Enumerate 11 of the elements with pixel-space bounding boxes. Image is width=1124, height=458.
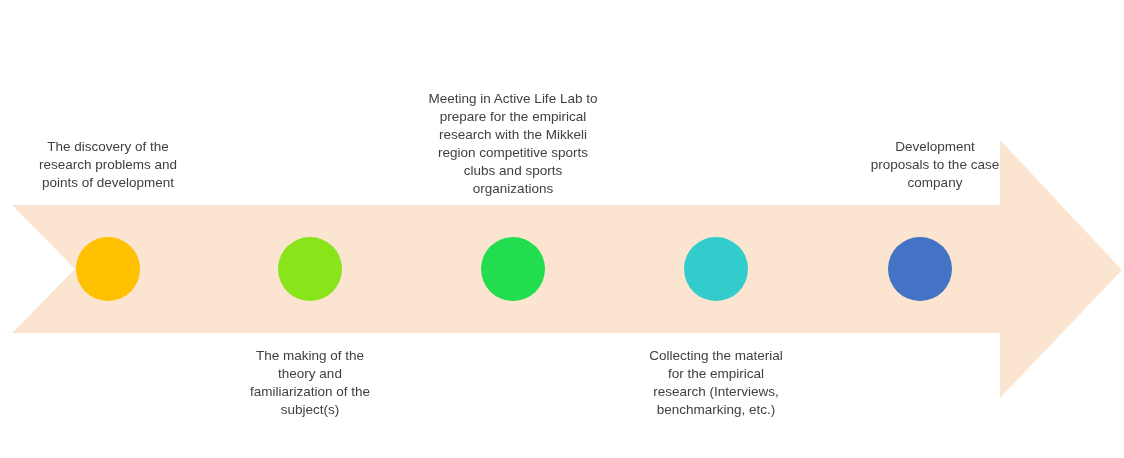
milestone-circle bbox=[278, 237, 342, 301]
milestone-circle bbox=[76, 237, 140, 301]
milestone-caption: Meeting in Active Life Lab to prepare for the empirical research with the Mikkeli region competitive sports clubs and sports organizations bbox=[428, 90, 598, 198]
timeline-arrow bbox=[12, 140, 1122, 398]
milestone-caption: Development proposals to the case company bbox=[869, 138, 1001, 192]
milestone-circle bbox=[684, 237, 748, 301]
milestone-circle bbox=[481, 237, 545, 301]
milestone-caption: The discovery of the research problems and points of development bbox=[38, 138, 178, 192]
milestone-caption: The making of the theory and familiarization of the subject(s) bbox=[248, 347, 372, 419]
milestone-caption: Collecting the material for the empirical research (Interviews, benchmarking, etc.) bbox=[648, 347, 784, 419]
milestone-circle bbox=[888, 237, 952, 301]
